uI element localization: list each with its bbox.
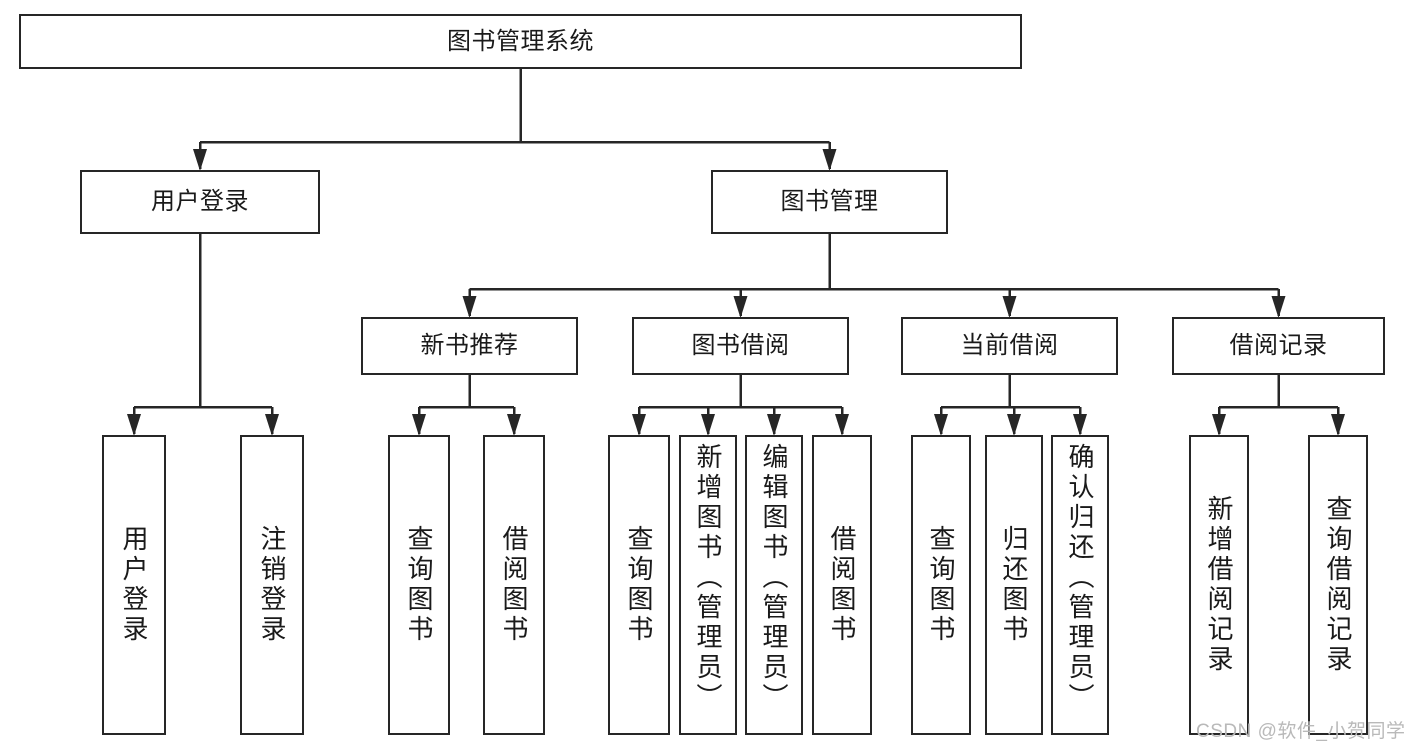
node-leaf-query-book-c[interactable]: 查询图书 [911, 435, 971, 735]
node-leaf-borrow-book-b[interactable]: 借阅图书 [812, 435, 872, 735]
node-label: 注销登录 [257, 525, 287, 645]
node-label: 借阅图书 [827, 525, 857, 645]
connector-arrowhead [1271, 296, 1286, 318]
node-l3-borrow[interactable]: 图书借阅 [632, 317, 849, 375]
node-label: 查询借阅记录 [1323, 495, 1353, 675]
node-label: 新增图书（管理员） [693, 443, 723, 713]
node-leaf-borrow-book-a[interactable]: 借阅图书 [483, 435, 545, 735]
node-l3-current[interactable]: 当前借阅 [901, 317, 1118, 375]
connector-arrowhead [193, 149, 207, 171]
node-label: 借阅图书 [499, 525, 529, 645]
connector-arrowhead [127, 414, 141, 436]
node-l3-new-book[interactable]: 新书推荐 [361, 317, 578, 375]
node-leaf-add-record[interactable]: 新增借阅记录 [1189, 435, 1249, 735]
node-label: 用户登录 [151, 188, 249, 216]
node-l2-book-manage[interactable]: 图书管理 [711, 170, 948, 234]
connector-arrowhead [1007, 414, 1021, 436]
node-label: 图书借阅 [691, 332, 790, 360]
node-label: 查询图书 [404, 525, 434, 645]
node-leaf-logout[interactable]: 注销登录 [240, 435, 304, 735]
connector-arrowhead [767, 414, 781, 436]
node-leaf-user-login[interactable]: 用户登录 [102, 435, 166, 735]
node-label: 新书推荐 [420, 332, 519, 360]
node-label: 图书管理 [780, 188, 879, 216]
node-root[interactable]: 图书管理系统 [19, 14, 1022, 69]
connector-arrowhead [701, 414, 715, 436]
node-l3-record[interactable]: 借阅记录 [1172, 317, 1385, 375]
node-l2-user-login[interactable]: 用户登录 [80, 170, 320, 234]
connector-arrowhead [1331, 414, 1345, 436]
node-label: 当前借阅 [960, 332, 1059, 360]
node-label: 图书管理系统 [447, 27, 594, 55]
node-label: 确认归还（管理员） [1065, 443, 1095, 713]
node-label: 编辑图书（管理员） [759, 443, 789, 713]
node-label: 用户登录 [119, 525, 149, 645]
connector-arrowhead [1212, 414, 1226, 436]
node-leaf-query-book-a[interactable]: 查询图书 [388, 435, 450, 735]
connector-arrowhead [733, 296, 748, 318]
node-leaf-query-record[interactable]: 查询借阅记录 [1308, 435, 1368, 735]
connector-arrowhead [265, 414, 279, 436]
connector-arrowhead [835, 414, 849, 436]
connector-arrowhead [822, 149, 837, 171]
csdn-watermark: CSDN @软件_小贺同学 [1196, 721, 1405, 742]
node-leaf-add-book[interactable]: 新增图书（管理员） [679, 435, 737, 735]
node-leaf-edit-book[interactable]: 编辑图书（管理员） [745, 435, 803, 735]
node-leaf-confirm-return[interactable]: 确认归还（管理员） [1051, 435, 1109, 735]
connector-arrowhead [462, 296, 477, 318]
node-label: 查询图书 [624, 525, 654, 645]
node-leaf-query-book-b[interactable]: 查询图书 [608, 435, 670, 735]
node-leaf-return-book[interactable]: 归还图书 [985, 435, 1043, 735]
node-label: 借阅记录 [1229, 332, 1328, 360]
connector-arrowhead [934, 414, 948, 436]
node-label: 归还图书 [999, 525, 1029, 645]
connector-arrowhead [632, 414, 646, 436]
node-label: 新增借阅记录 [1204, 495, 1234, 675]
node-label: 查询图书 [926, 525, 956, 645]
connector-arrowhead [507, 414, 521, 436]
connector-arrowhead [1073, 414, 1087, 436]
connector-arrowhead [412, 414, 426, 436]
connector-arrowhead [1002, 296, 1017, 318]
